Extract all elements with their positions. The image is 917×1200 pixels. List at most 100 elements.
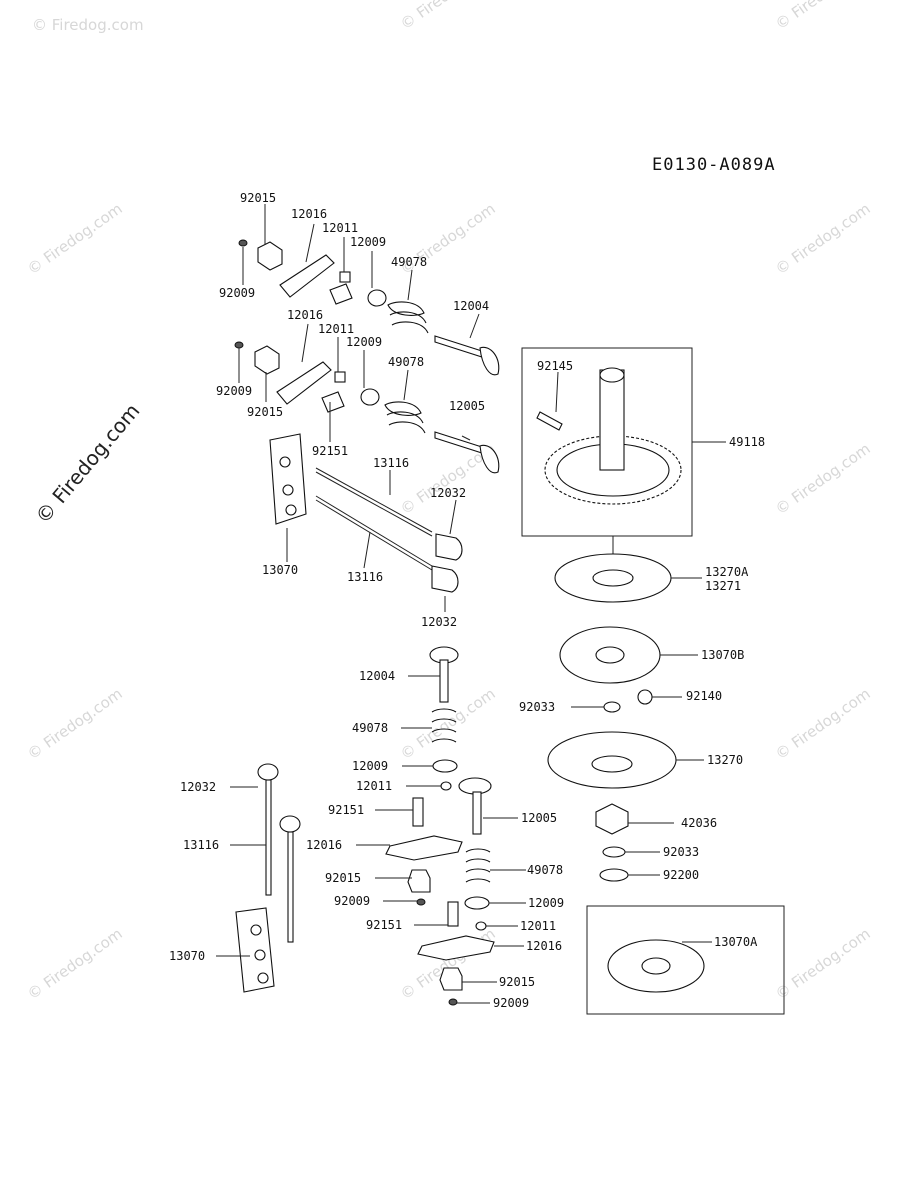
label-12016: 12016 (291, 207, 327, 221)
part-12032-tappet (435, 533, 463, 561)
watermark-text: © Firedog.com (24, 685, 126, 764)
weight-hub (641, 957, 671, 975)
part-12009-retainer (464, 896, 490, 910)
weight-hub (595, 646, 625, 664)
part-92151-stud (447, 901, 459, 927)
part-12005-valve-stem (472, 791, 482, 835)
part-92009-nut (448, 998, 458, 1006)
label-12004: 12004 (359, 669, 395, 683)
part-13116-pushrod-edge (315, 499, 433, 571)
diagram-code: E0130-A089A (652, 155, 776, 175)
part-12011-nut (475, 921, 487, 931)
label-92151: 92151 (366, 918, 402, 932)
part-12009-retainer (360, 388, 380, 406)
label-92140: 92140 (686, 689, 722, 703)
part-12032-tappet (257, 763, 279, 781)
label-12009: 12009 (352, 759, 388, 773)
part-92151-stud (412, 797, 424, 827)
label-12011: 12011 (318, 322, 354, 336)
label-12011: 12011 (322, 221, 358, 235)
part-12011-nut (440, 781, 452, 791)
part-12016-rocker (385, 835, 463, 861)
label-92015: 92015 (247, 405, 283, 419)
part-92009-nut (416, 898, 426, 906)
pushrod-group-top (269, 433, 463, 593)
part-12016-rocker (276, 361, 332, 405)
plate-center (591, 755, 633, 773)
watermark-main: © Firedog.com (30, 399, 144, 528)
label-92033: 92033 (663, 845, 699, 859)
part-13116-pushrod (265, 779, 272, 896)
watermark-text: © Firedog.com (397, 925, 499, 1004)
plate-hole (250, 924, 262, 936)
part-92140-ball (637, 689, 653, 705)
camshaft-top (599, 367, 625, 383)
watermark-text: © Firedog.com (24, 200, 126, 279)
part-12005-valve-head (479, 444, 500, 474)
plate-hole (279, 456, 291, 468)
label-92015: 92015 (499, 975, 535, 989)
label-13116: 13116 (347, 570, 383, 584)
part-92151-stud (321, 391, 345, 413)
part-92015-pivot (439, 967, 463, 991)
label-49078: 49078 (527, 863, 563, 877)
label-92151: 92151 (328, 803, 364, 817)
label-13070: 13070 (262, 563, 298, 577)
label-12005: 12005 (521, 811, 557, 825)
label-12009: 12009 (350, 235, 386, 249)
label-13116: 13116 (373, 456, 409, 470)
label-12011: 12011 (520, 919, 556, 933)
label-12032: 12032 (430, 486, 466, 500)
label-92009: 92009 (219, 286, 255, 300)
inset-box-13070A (586, 905, 785, 1015)
part-42036-sleeve (595, 803, 629, 835)
part-92015-pivot (257, 241, 283, 271)
label-42036: 42036 (681, 816, 717, 830)
label-49118: 49118 (729, 435, 765, 449)
part-12009-retainer (367, 289, 387, 307)
watermark-text: © Firedog.com (772, 0, 874, 33)
label-92009: 92009 (216, 384, 252, 398)
label-92145: 92145 (537, 359, 573, 373)
label-13070: 13070 (169, 949, 205, 963)
label-12016: 12016 (306, 838, 342, 852)
label-13070A: 13070A (714, 935, 758, 949)
label-12009: 12009 (346, 335, 382, 349)
label-12032: 12032 (421, 615, 457, 629)
camshaft-shaft (599, 369, 625, 471)
watermark-text: © Firedog.com (24, 925, 126, 1004)
label-92009: 92009 (334, 894, 370, 908)
label-92009: 92009 (493, 996, 529, 1010)
label-12016: 12016 (287, 308, 323, 322)
rocker-assembly-top (238, 239, 500, 376)
part-92009-nut (238, 239, 248, 247)
label-13271: 13271 (705, 579, 741, 593)
part-12016-rocker (417, 935, 495, 961)
label-12004: 12004 (453, 299, 489, 313)
label-92151: 92151 (312, 444, 348, 458)
camshaft-assembly (536, 367, 682, 560)
part-49078-spring (431, 708, 457, 743)
label-92015: 92015 (240, 191, 276, 205)
label-12011: 12011 (356, 779, 392, 793)
label-12005: 12005 (449, 399, 485, 413)
label-49078: 49078 (391, 255, 427, 269)
part-12004-valve-stem (434, 335, 486, 359)
watermark-text: © Firedog.com (772, 440, 874, 519)
watermark-text: © Firedog.com (772, 200, 874, 279)
label-13270A: 13270A (705, 565, 749, 579)
label-49078: 49078 (352, 721, 388, 735)
part-92033-clip (602, 846, 626, 858)
label-92033: 92033 (519, 700, 555, 714)
part-12004-valve-stem (439, 659, 449, 703)
part-12011-stud (329, 283, 353, 305)
part-92015-pivot (407, 869, 431, 893)
part-13270A-washer-hole (592, 569, 634, 587)
part-49078-spring (384, 401, 426, 434)
part-13070-guide-plate (269, 433, 307, 525)
part-49078-spring (387, 301, 429, 334)
part-92015-pivot (254, 345, 280, 375)
part-labels: 92015 12016 12011 12009 49078 92009 1200… (169, 191, 765, 1010)
governor-parts (547, 553, 677, 882)
